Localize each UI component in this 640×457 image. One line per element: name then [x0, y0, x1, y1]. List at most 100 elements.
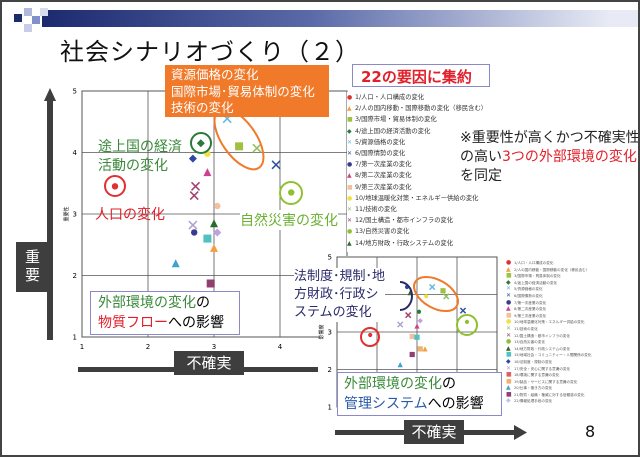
data-point-19: [417, 346, 423, 352]
data-point-2: [422, 346, 428, 352]
legend-marker-icon: ●: [506, 338, 512, 346]
highlight-ellipse-resources-2: [413, 275, 459, 313]
legend-marker-icon: ✕: [506, 364, 512, 372]
legend-marker-icon: ■: [506, 371, 512, 379]
legend-marker-icon: ▲: [506, 305, 511, 313]
data-point-21: [409, 351, 415, 358]
legend-item: ✕6/国際情勢の変化: [347, 148, 497, 159]
legend-marker-icon: ✕: [347, 206, 353, 214]
legend-label: 5/資源価格の変化: [355, 138, 406, 146]
data-point-13: [288, 189, 295, 196]
note-suffix: を同定: [460, 168, 502, 184]
importance-axis-label: 重要: [16, 242, 47, 292]
legend-label: 22/情報処理手段の変化: [514, 399, 553, 404]
legend-label: 13/自然災害の変化: [355, 228, 410, 236]
data-point-9: [214, 202, 221, 210]
legend-item: ■19/製品・サービスに関する意識の変化: [506, 377, 621, 386]
legend-item: ■18/環境に関する意識の変化: [506, 371, 621, 379]
label-line: 途上国の経済: [98, 139, 182, 155]
legend-label: 9/第三次産業の変化: [355, 183, 412, 191]
legend-label: 17/安全・安心に関する意識の変化: [514, 366, 571, 371]
legend-marker-icon: ▲: [347, 239, 352, 247]
data-point-20: [171, 259, 180, 268]
callout-line: 資源価格の変化: [171, 67, 259, 82]
legend-marker-icon: ▲: [506, 384, 511, 392]
data-point-20: [397, 362, 403, 368]
y-tick-label: 3: [328, 329, 332, 337]
legend-label: 18/環境に関する意識の変化: [514, 373, 560, 378]
legend-item: ●7/第一次産業の変化: [506, 299, 621, 307]
legend-label: 11/技術の変化: [355, 206, 397, 214]
legend-item: ●1/人口・人口構成の変化: [347, 92, 497, 103]
label-population: 人口の変化: [95, 207, 165, 223]
legend-marker-icon: ✕: [506, 331, 512, 339]
summary-label-box: 22の要因に集約: [352, 64, 490, 87]
legend-marker-icon: ●: [506, 260, 512, 266]
label-line: 方財政･行政シ: [294, 287, 379, 302]
x-tick-label: 1: [80, 343, 84, 351]
legend-marker-icon: ✕: [347, 138, 353, 146]
legend-marker-icon: ■: [347, 183, 353, 191]
legend-marker-icon: ■: [506, 390, 512, 398]
highlight-circle-population-2: [360, 327, 380, 347]
highlight-circle-natural-2: [456, 314, 478, 336]
legend-item: ▲14/地方財政・行政システムの変化: [347, 238, 497, 249]
legend-item: ■15/地域社会・コミュニティー・人間関係の変化: [506, 352, 621, 359]
y-axis-label: 重要性: [63, 206, 70, 221]
data-point-9: [409, 333, 415, 340]
legend-marker-icon: ◆: [506, 357, 511, 365]
legend-marker-icon: ■: [347, 116, 353, 124]
y-tick-label: 5: [73, 88, 77, 96]
uncertainty-axis-label-2: 不確実: [404, 420, 464, 444]
box-text: の: [442, 376, 456, 392]
legend-marker-icon: ◆: [347, 127, 352, 135]
legend-item: ◆22/情報処理手段の変化: [506, 398, 621, 405]
label-law-regulation: 法制度･規制･地 方財政･行政シ ステムの変化: [294, 268, 386, 322]
note-text: ※重要性が高くかつ不確実性の高い3つの外部環境の変化を同定: [460, 129, 638, 186]
highlight-circle-population: [104, 175, 126, 197]
data-point-22: [417, 318, 423, 324]
legend-item: ■3/国際市場・貿易体制の変化: [506, 273, 621, 280]
data-point-5: [429, 283, 436, 291]
highlight-circle-developing: [190, 132, 212, 154]
legend-marker-icon: ■: [506, 377, 512, 385]
label-developing-economy: 途上国の経済活動の変化: [98, 138, 182, 176]
legend-label: 12/国土構造・都市インフラの変化: [355, 217, 454, 225]
legend-label: 6/国際情勢の変化: [355, 150, 406, 158]
legend-label: 4/途上国の経済活動の変化: [355, 127, 431, 135]
legend-marker-icon: ✕: [506, 285, 512, 293]
uncertainty-arrow-head: [514, 425, 527, 440]
legend-item: ■9/第三次産業の変化: [347, 182, 497, 193]
label-line: 活動の変化: [98, 158, 168, 174]
legend-label: 14/地方財政・行政システムの変化: [514, 346, 570, 351]
importance-arrow-head: [44, 88, 56, 101]
data-point-6: [271, 160, 281, 170]
legend-label: 21/物質・組織・権威に対する信頼感の変化: [514, 392, 585, 397]
legend-label: 1/人口・人口構成の変化: [514, 261, 554, 265]
legend-item: ▲20/仕事・働き方の変化: [506, 385, 621, 392]
legend-marker-icon: ◆: [506, 397, 511, 405]
legend-item: ■3/国際市場・貿易体制の変化: [347, 114, 497, 125]
highlight-arc-law: [399, 281, 413, 311]
legend-label: 1/人口・人口構成の変化: [355, 94, 425, 101]
y-tick-label: 1: [328, 404, 332, 412]
legend-item: ▲8/第二次産業の変化: [506, 306, 621, 313]
legend-label: 14/地方財政・行政システムの変化: [355, 239, 454, 247]
data-point-1: [368, 332, 373, 338]
legend-marker-icon: ◆: [506, 278, 511, 286]
data-point-8: [414, 323, 420, 329]
data-point-12: [190, 181, 201, 191]
data-point-15: [203, 234, 212, 243]
data-point-4: [416, 309, 422, 314]
legend-marker-icon: ▲: [347, 172, 352, 180]
legend-label: 8/第二次産業の変化: [355, 172, 412, 180]
legend-marker-icon: ●: [347, 194, 353, 202]
data-point-22: [213, 228, 222, 237]
legend-chart1: ●1/人口・人口構成の変化▲2/人の国内移動・国際移動の変化（移民含む）■3/国…: [347, 92, 497, 252]
legend-label: 6/国際情勢の変化: [514, 293, 543, 298]
data-point-17: [188, 220, 198, 230]
legend-item: ●13/自然災害の変化: [506, 339, 621, 346]
data-point-1: [111, 183, 119, 190]
legend-label: 7/第一次産業の変化: [514, 300, 547, 305]
